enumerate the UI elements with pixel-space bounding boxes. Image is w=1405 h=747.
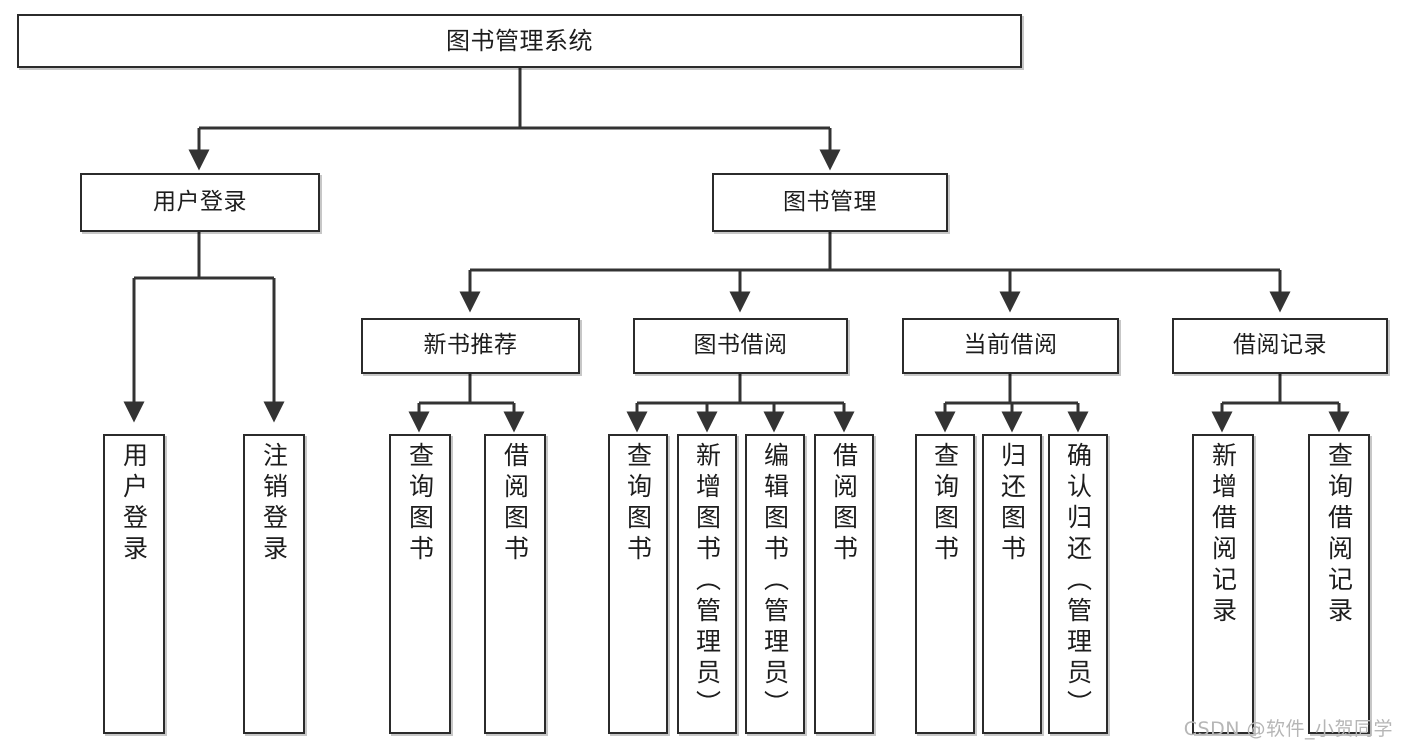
node-label: 新增借阅记录	[1208, 442, 1238, 628]
node-book-borrow[interactable]: 图书借阅	[633, 318, 848, 374]
node-label: 确认归还（管理员）	[1063, 442, 1093, 721]
node-label: 当前借阅	[963, 332, 1058, 359]
csdn-watermark: CSDN @软件_小贺同学	[1183, 718, 1393, 740]
node-user-login[interactable]: 用户登录	[80, 173, 320, 232]
leaf-new-book-borrow[interactable]: 借阅图书	[484, 434, 546, 734]
node-label: 查询图书	[623, 442, 653, 566]
node-borrow-record[interactable]: 借阅记录	[1172, 318, 1388, 374]
leaf-current-borrow-return[interactable]: 归还图书	[982, 434, 1042, 734]
leaf-borrow-record-add[interactable]: 新增借阅记录	[1192, 434, 1254, 734]
node-root-system[interactable]: 图书管理系统	[17, 14, 1022, 68]
leaf-current-borrow-confirm[interactable]: 确认归还（管理员）	[1048, 434, 1108, 734]
node-label: 图书管理系统	[446, 26, 593, 55]
node-label: 新增图书（管理员）	[692, 442, 722, 721]
node-label: 查询图书	[930, 442, 960, 566]
node-label: 编辑图书（管理员）	[760, 442, 790, 721]
node-current-borrow[interactable]: 当前借阅	[902, 318, 1119, 374]
leaf-book-borrow-query[interactable]: 查询图书	[608, 434, 668, 734]
node-label: 借阅图书	[829, 442, 859, 566]
node-label: 注销登录	[259, 442, 289, 566]
node-label: 图书借阅	[693, 332, 788, 359]
leaf-current-borrow-query[interactable]: 查询图书	[915, 434, 975, 734]
leaf-user-login-logout[interactable]: 注销登录	[243, 434, 305, 734]
leaf-user-login-login[interactable]: 用户登录	[103, 434, 165, 734]
node-new-book-recommend[interactable]: 新书推荐	[361, 318, 580, 374]
leaf-borrow-record-query[interactable]: 查询借阅记录	[1308, 434, 1370, 734]
leaf-book-borrow-add[interactable]: 新增图书（管理员）	[677, 434, 737, 734]
node-label: 新书推荐	[423, 332, 518, 359]
leaf-book-borrow-lend[interactable]: 借阅图书	[814, 434, 874, 734]
node-label: 借阅图书	[500, 442, 530, 566]
node-label: 借阅记录	[1233, 332, 1327, 359]
leaf-book-borrow-edit[interactable]: 编辑图书（管理员）	[745, 434, 805, 734]
node-label: 查询图书	[405, 442, 435, 566]
node-label: 用户登录	[153, 188, 247, 215]
leaf-new-book-query[interactable]: 查询图书	[389, 434, 451, 734]
node-label: 图书管理	[783, 188, 877, 215]
node-label: 归还图书	[997, 442, 1027, 566]
node-book-management[interactable]: 图书管理	[712, 173, 948, 232]
node-label: 用户登录	[119, 442, 149, 566]
node-label: 查询借阅记录	[1324, 442, 1354, 628]
